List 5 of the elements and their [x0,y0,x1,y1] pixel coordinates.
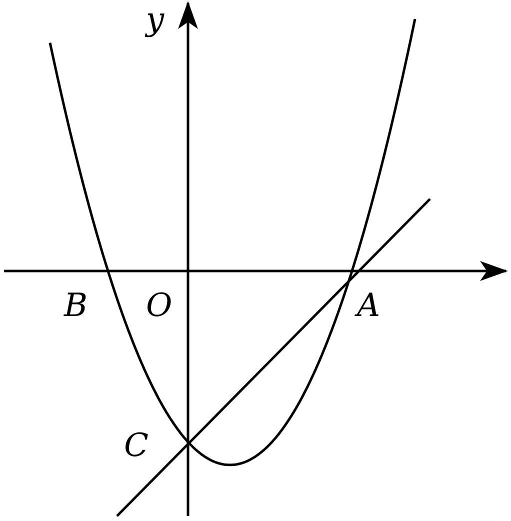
point-label: O [146,288,172,322]
axis-label: y [146,2,164,36]
point-label: B [64,288,88,322]
point-label: A [357,288,380,322]
point-label: C [124,428,148,462]
